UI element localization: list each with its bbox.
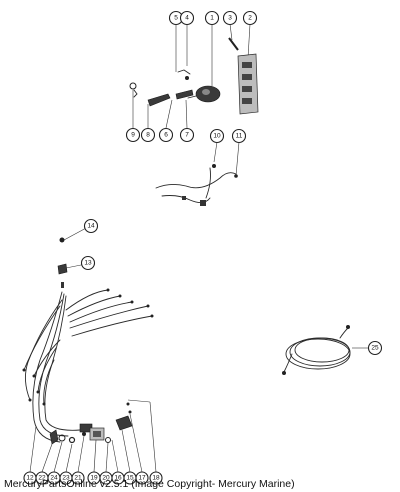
svg-text:9: 9 [131,132,135,139]
callout-bottom-10: 17 [135,471,149,485]
svg-text:22: 22 [38,475,46,482]
clip-part [177,69,191,80]
callout-1: 1 [204,10,220,26]
svg-text:18: 18 [152,475,160,482]
svg-text:13: 13 [84,260,92,267]
callout-11: 11 [231,128,247,144]
callout-bottom-7: 20 [99,471,113,485]
callout-9: 9 [125,127,141,143]
svg-text:20: 20 [102,475,110,482]
callout-bottom-5: 21 [71,471,85,485]
callout-7: 7 [179,127,195,143]
svg-text:7: 7 [185,132,189,139]
svg-text:10: 10 [213,133,221,140]
callout-bottom-11: 18 [149,471,163,485]
callout-bottom-3: 24 [47,471,61,485]
svg-text:25: 25 [371,345,379,352]
copyright-caption: MercuryPartsOnline v2.5.1 (Image Copyrig… [4,478,295,490]
top-assembly [129,23,259,129]
svg-text:21: 21 [74,475,82,482]
callout-14: 14 [83,218,99,234]
svg-text:2: 2 [248,15,252,22]
callout-10: 10 [209,128,225,144]
callout-3: 3 [222,10,238,26]
svg-text:24: 24 [50,475,58,482]
coil-part [187,85,221,103]
callout-6: 6 [158,127,174,143]
screw-part [228,37,239,51]
svg-text:5: 5 [174,15,178,22]
terminal-spring-part [129,82,138,98]
svg-text:8: 8 [146,132,150,139]
coiled-lead [282,325,368,375]
small-harness [155,141,240,206]
svg-text:1: 1 [210,15,214,22]
callout-8: 8 [140,127,156,143]
terminal-block-part [237,53,259,115]
svg-text:17: 17 [138,475,146,482]
callout-25: 25 [367,340,383,356]
svg-text:16: 16 [114,475,122,482]
svg-text:6: 6 [164,132,168,139]
callout-bubbles: 5 4 1 3 2 9 8 6 7 10 11 14 13 25 12 22 2… [23,10,383,485]
svg-text:3: 3 [228,15,232,22]
svg-text:23: 23 [62,475,70,482]
spark-plug-boot-part [147,89,194,107]
svg-text:14: 14 [87,223,95,230]
callout-2: 2 [242,10,258,26]
svg-text:15: 15 [126,475,134,482]
main-harness [22,226,157,473]
svg-text:11: 11 [236,133,243,140]
svg-text:12: 12 [26,475,34,482]
callout-4: 4 [179,10,195,26]
callout-13: 13 [80,255,96,271]
svg-text:19: 19 [90,475,98,482]
svg-text:4: 4 [185,15,189,22]
